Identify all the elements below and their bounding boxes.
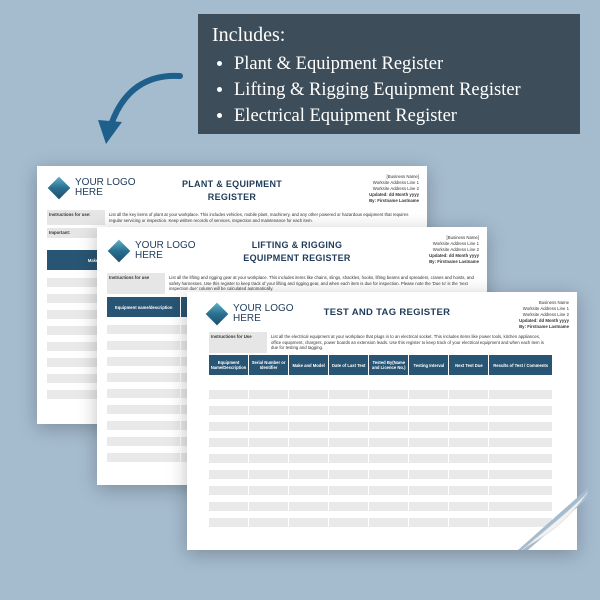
- includes-callout: Includes: Plant & Equipment Register Lif…: [198, 14, 580, 134]
- column-header: Serial Number or Identifier: [249, 355, 290, 375]
- curved-arrow-icon: [98, 72, 183, 144]
- table-row: [209, 438, 553, 447]
- page-curl-icon: [518, 488, 588, 551]
- column-header: Results of Test / Comments: [489, 355, 553, 375]
- table-row: [209, 502, 553, 511]
- logo-icon: [205, 302, 229, 326]
- address-block: Business Name Worksite Address Line 1 Wo…: [519, 300, 569, 329]
- instructions: Instructions for use: List all the key i…: [47, 210, 419, 225]
- column-header: Date of Last Test: [329, 355, 370, 375]
- logo-icon: [107, 239, 131, 263]
- table-header: Equipment Name/Description Serial Number…: [209, 355, 553, 375]
- address-block: [Business Name] Worksite Address Line 1 …: [369, 174, 419, 203]
- table-row: [209, 470, 553, 479]
- callout-item: Electrical Equipment Register: [234, 103, 566, 129]
- sheet-title: TEST AND TAG REGISTER: [323, 307, 451, 318]
- callout-item: Lifting & Rigging Equipment Register: [234, 77, 566, 103]
- callout-list: Plant & Equipment Register Lifting & Rig…: [212, 51, 566, 129]
- instructions: Instructions for Use List all the electr…: [209, 332, 553, 353]
- column-header: Equipment Name/Description: [209, 355, 250, 375]
- table-row: [209, 454, 553, 463]
- instructions: Instructions for use List all the liftin…: [107, 273, 479, 294]
- table-rows: [209, 390, 553, 534]
- table-row: [209, 390, 553, 399]
- callout-heading: Includes:: [212, 24, 286, 46]
- column-header: Testing Interval: [409, 355, 450, 375]
- column-header: Next Test Due: [449, 355, 490, 375]
- table-row: [209, 406, 553, 415]
- logo-icon: [47, 176, 71, 200]
- callout-item: Plant & Equipment Register: [234, 51, 566, 77]
- column-header: Tested By(Name and Licence No.): [369, 355, 410, 375]
- table-row: [209, 486, 553, 495]
- table-row: [209, 422, 553, 431]
- column-header: Make and Model: [289, 355, 330, 375]
- address-block: [Business Name] Worksite Address Line 1 …: [429, 235, 479, 264]
- table-row: [209, 518, 553, 527]
